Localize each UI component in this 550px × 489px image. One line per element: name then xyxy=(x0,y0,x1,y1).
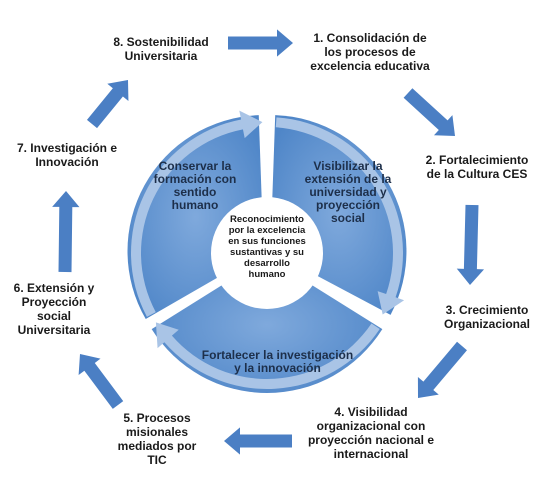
outer-arrow-7-to-8 xyxy=(86,80,129,129)
outer-arrow-8-to-1 xyxy=(228,29,293,57)
step-8-label: 8. Sostenibilidad Universitaria xyxy=(113,35,209,63)
segments-layer xyxy=(127,115,407,393)
step-1-label: 1. Consolidación de los procesos de exce… xyxy=(310,31,430,73)
inner-arrows-layer xyxy=(130,110,405,390)
segment-fortalecer xyxy=(151,257,383,393)
step-4-label: 4. Visibilidad organizacional con proyec… xyxy=(307,405,435,461)
step-2-label: 2. Fortalecimiento de la Cultura CES xyxy=(425,153,529,181)
center-label: Reconocimiento por la excelencia en sus … xyxy=(228,214,306,280)
inner-arrow-3 xyxy=(155,322,380,390)
segment-label-conservar: Conservar la formación con sentido human… xyxy=(153,159,237,212)
outer-arrow-5-to-6 xyxy=(78,354,124,409)
outer-arrows-layer xyxy=(52,29,485,455)
inner-arrow-2 xyxy=(275,117,405,315)
step-5-label: 5. Procesos misionales mediados por TIC xyxy=(117,411,197,467)
outer-arrow-4-to-5 xyxy=(224,427,292,455)
inner-arrow-1 xyxy=(130,110,263,317)
step-7-label: 7. Investigación e Innovación xyxy=(16,141,118,169)
segment-label-visibilizar: Visibilizar la extensión de la universid… xyxy=(304,159,392,225)
outer-arrow-1-to-2 xyxy=(403,88,455,136)
step-6-label: 6. Extensión y Proyección social Univers… xyxy=(13,281,95,337)
segment-label-fortalecer: Fortalecer la investigación y la innovac… xyxy=(201,348,354,375)
step-3-label: 3. Crecimiento Organizacional xyxy=(443,303,531,331)
outer-arrow-3-to-4 xyxy=(417,341,467,398)
outer-arrow-2-to-3 xyxy=(456,204,485,285)
center-circle xyxy=(211,197,323,309)
outer-arrow-6-to-7 xyxy=(52,191,80,273)
